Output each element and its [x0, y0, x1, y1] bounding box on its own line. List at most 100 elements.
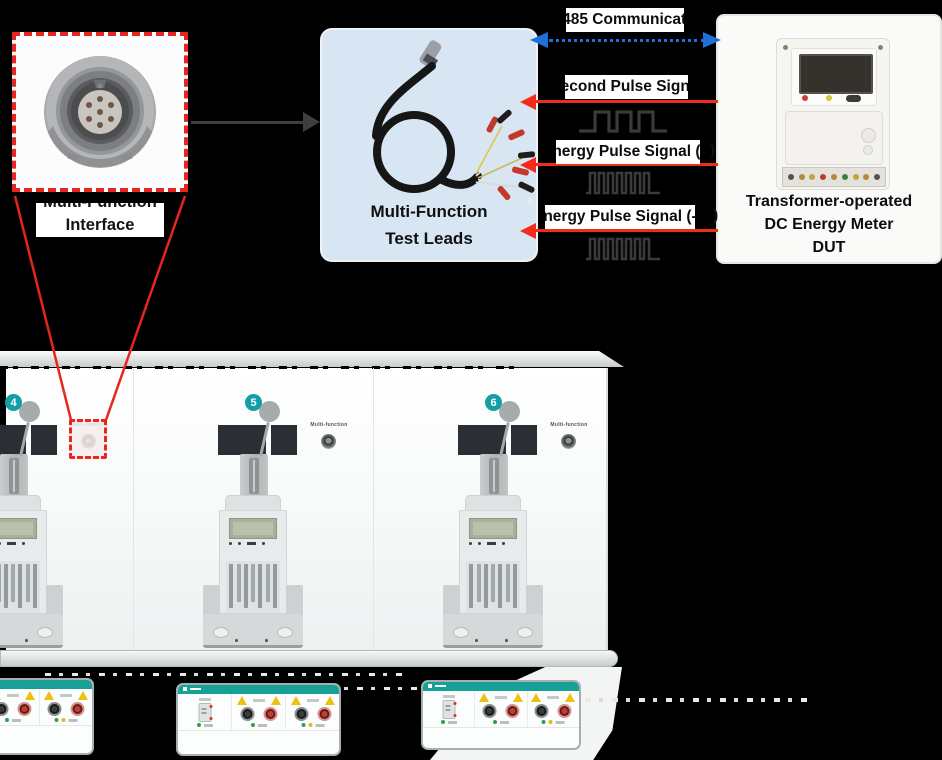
panel-module-current — [0, 689, 40, 725]
footnote-marker: * — [526, 194, 534, 215]
meter-indicators — [0, 542, 37, 545]
edge-artifact-dashes — [45, 673, 405, 676]
meter-terminal-pins — [0, 561, 40, 613]
status-indicator — [301, 723, 324, 727]
banana-jack-black — [482, 704, 497, 718]
panel-module-row — [0, 689, 92, 726]
meter-latch — [861, 128, 876, 143]
pulse-waveform-energy-1 — [586, 171, 660, 195]
warning-triangle-icon — [78, 691, 88, 700]
banana-jack-black — [47, 702, 62, 716]
panel-module-voltage — [40, 689, 92, 725]
panel-lower-area — [423, 728, 579, 748]
banana-jack-red — [557, 704, 572, 718]
meter-indicators — [229, 542, 277, 545]
dut-title: Transformer-operated DC Energy Meter DUT — [718, 190, 940, 259]
bench-station: 4 Multi-function — [0, 370, 133, 660]
status-indicator — [5, 718, 21, 722]
mounted-meter — [0, 510, 47, 614]
inset-to-leads-arrow-head — [303, 112, 320, 132]
energy-pulse-2-paren: ) — [713, 207, 719, 224]
hanger-bar-right — [31, 425, 57, 455]
hanger-knob — [499, 401, 520, 422]
aux-connector — [442, 700, 457, 719]
test-leads-title-line1: Multi-Function — [370, 202, 488, 221]
inset-caption-line2: Interface — [65, 216, 135, 234]
terminal-panel — [176, 683, 341, 756]
brand-text — [190, 688, 201, 690]
brand-logo — [428, 684, 432, 688]
meter-screw — [783, 45, 788, 50]
status-indicator — [250, 723, 267, 727]
hanger-bar-right — [271, 425, 297, 455]
status-indicator — [541, 720, 565, 724]
dut-box: Transformer-operated DC Energy Meter DUT — [716, 14, 942, 264]
brand-text — [435, 685, 446, 687]
panel-module-row — [178, 694, 339, 731]
panel-header — [0, 680, 92, 689]
warning-triangle-icon — [290, 696, 301, 705]
rs485-comm-line — [549, 39, 705, 42]
aux-connector — [198, 703, 212, 722]
base-slot — [277, 627, 293, 638]
clamp-slot — [489, 458, 499, 494]
position-badge: 6 — [485, 394, 502, 411]
energy-pulse-2-arrowhead — [520, 223, 536, 239]
energy-pulse-1-line — [530, 163, 718, 166]
edge-artifact-line — [0, 366, 515, 369]
meter-clamp — [480, 454, 508, 498]
bench-top-rail — [0, 351, 624, 367]
pulse-waveform-second — [579, 110, 667, 133]
second-pulse-arrowhead — [520, 94, 536, 110]
warning-triangle-icon — [236, 696, 247, 705]
position-badge: 4 — [5, 394, 22, 411]
brand-logo — [183, 687, 187, 691]
hanger-bar-left — [218, 425, 266, 455]
panel-module-voltage — [286, 694, 339, 730]
zoom-target-outline — [69, 419, 107, 459]
bench-bottom-rail — [0, 650, 618, 667]
signal-label-rs485: RS485 Communication — [566, 8, 684, 32]
panel-module-current — [232, 694, 286, 730]
banana-jack-red — [70, 702, 85, 716]
multi-function-connector-photo — [44, 56, 156, 168]
test-leads-title: Multi-Function Test Leads — [322, 198, 536, 252]
position-number: 4 — [10, 396, 17, 409]
second-pulse-line — [530, 100, 718, 103]
test-leads-photo — [372, 40, 536, 201]
panel-module-aux — [178, 694, 232, 730]
multi-function-port — [561, 434, 576, 449]
banana-jack-black — [294, 707, 308, 721]
hanger-knob — [19, 401, 40, 422]
energy-pulse-1-paren: ) — [710, 142, 716, 159]
position-number: 6 — [490, 396, 497, 409]
panel-module-current — [475, 691, 528, 727]
connector-zoom-inset — [12, 32, 188, 192]
meter-clamp — [240, 454, 268, 498]
warning-triangle-icon — [531, 693, 542, 702]
hanger-bar-right — [511, 425, 537, 455]
panel-lower-area — [178, 731, 339, 754]
banana-jack-red — [17, 702, 32, 716]
banana-jack-red — [317, 707, 331, 721]
inset-to-leads-arrow-line — [191, 121, 305, 124]
clamp-slot — [249, 458, 259, 494]
hanger-knob — [259, 401, 280, 422]
status-indicator — [492, 720, 509, 724]
meter-base-plate — [203, 614, 303, 648]
meter-indicators — [469, 542, 517, 545]
test-leads-title-line2: Test Leads — [385, 229, 473, 248]
status-indicator — [54, 718, 78, 722]
signal-label-second-pulse: Second Pulse Signal — [565, 75, 688, 99]
base-slot — [37, 627, 53, 638]
dut-meter-photo — [776, 38, 890, 190]
warning-triangle-icon — [478, 693, 489, 702]
meter-ir-port — [846, 95, 861, 102]
banana-jack-red — [505, 704, 520, 718]
panel-module-voltage — [528, 691, 579, 727]
pulse-waveform-energy-2 — [586, 237, 660, 261]
meter-led-yellow — [826, 95, 832, 101]
panel-module-aux — [423, 691, 476, 727]
bench-station: 6 Multi-function — [373, 368, 613, 660]
meter-display-panel — [791, 48, 877, 106]
